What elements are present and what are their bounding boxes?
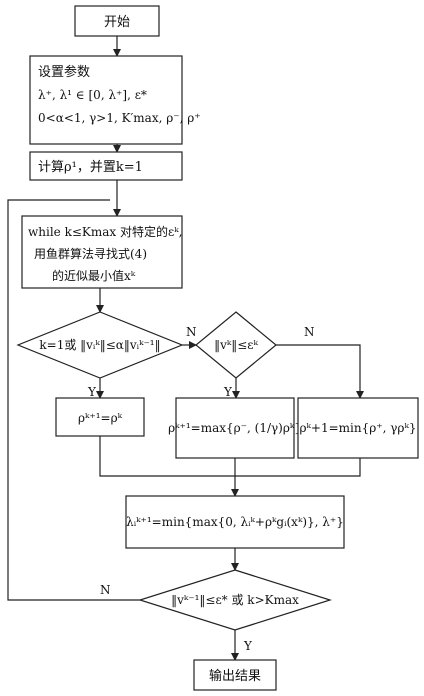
rho-keep-label: ρᵏ⁺¹=ρᵏ (78, 411, 123, 425)
lambda-update-node: λᵢᵏ⁺¹=min{max{0, λᵢᵏ+ρᵏgᵢ(xᵏ)}, λ⁺} (125, 495, 345, 549)
init-node: 计算ρ¹，并置k=1 (29, 151, 183, 181)
rho-max-node: ρᵏ⁺¹=max{ρ⁻, (1/γ)ρᵏ} (168, 397, 302, 459)
rho-max-label: ρᵏ⁺¹=max{ρ⁻, (1/γ)ρᵏ} (168, 421, 302, 435)
params-title: 设置参数 (38, 64, 90, 80)
rho-keep-node: ρᵏ⁺¹=ρᵏ (55, 397, 145, 437)
decision2-yes-label: Y (223, 385, 233, 399)
decision3-no-label: N (100, 583, 111, 597)
rho-min-label: ρᵏ+1=min{ρ⁺, γρᵏ} (299, 421, 416, 435)
loop-node: while k≤Kmax 对特定的εᵏ, 用鱼群算法寻找式(4) 的近似最小值x… (21, 215, 183, 289)
decision2-no-label: N (304, 325, 315, 339)
decision1-no-label: N (186, 325, 197, 339)
params-node: 设置参数 λ⁺, λ¹ ∈ [0, λ⁺], ε* 0<α<1, γ>1, K′… (29, 55, 201, 145)
loop-line1: while k≤Kmax 对特定的εᵏ, (28, 224, 182, 239)
decision1-yes-label: Y (87, 385, 97, 399)
decision3-yes-label: Y (243, 639, 253, 653)
start-node: 开始 (74, 5, 160, 37)
arrow-decision2-min (276, 344, 364, 399)
end-label: 输出结果 (209, 668, 261, 684)
init-label: 计算ρ¹，并置k=1 (38, 160, 143, 175)
rho-min-node: ρᵏ+1=min{ρ⁺, γρᵏ} (297, 397, 419, 459)
lambda-update-label: λᵢᵏ⁺¹=min{max{0, λᵢᵏ+ρᵏgᵢ(xᵏ)}, λ⁺} (126, 515, 344, 529)
params-line2: λ⁺, λ¹ ∈ [0, λ⁺], ε* (38, 88, 147, 102)
loop-back-line (7, 199, 140, 601)
merge-line (99, 436, 361, 477)
loop-line3: 的近似最小值xᵏ (52, 268, 136, 283)
loop-line2: 用鱼群算法寻找式(4) (34, 246, 147, 261)
start-label: 开始 (104, 15, 130, 30)
decision2-node: ‖vᵏ‖≤εᵏ (195, 311, 277, 379)
decision3-label: ‖vᵏ⁻¹‖≤ε* 或 k>Kmax (171, 593, 299, 607)
decision1-node: k=1或 ‖vᵢᵏ‖≤α‖vᵢᵏ⁻¹‖ (16, 311, 184, 379)
params-line3: 0<α<1, γ>1, K′max, ρ⁻, ρ⁺ (38, 111, 201, 125)
end-node: 输出结果 (193, 659, 277, 691)
decision1-label: k=1或 ‖vᵢᵏ‖≤α‖vᵢᵏ⁻¹‖ (39, 338, 160, 352)
decision2-label: ‖vᵏ‖≤εᵏ (214, 338, 258, 352)
decision3-node: ‖vᵏ⁻¹‖≤ε* 或 k>Kmax (138, 569, 332, 631)
